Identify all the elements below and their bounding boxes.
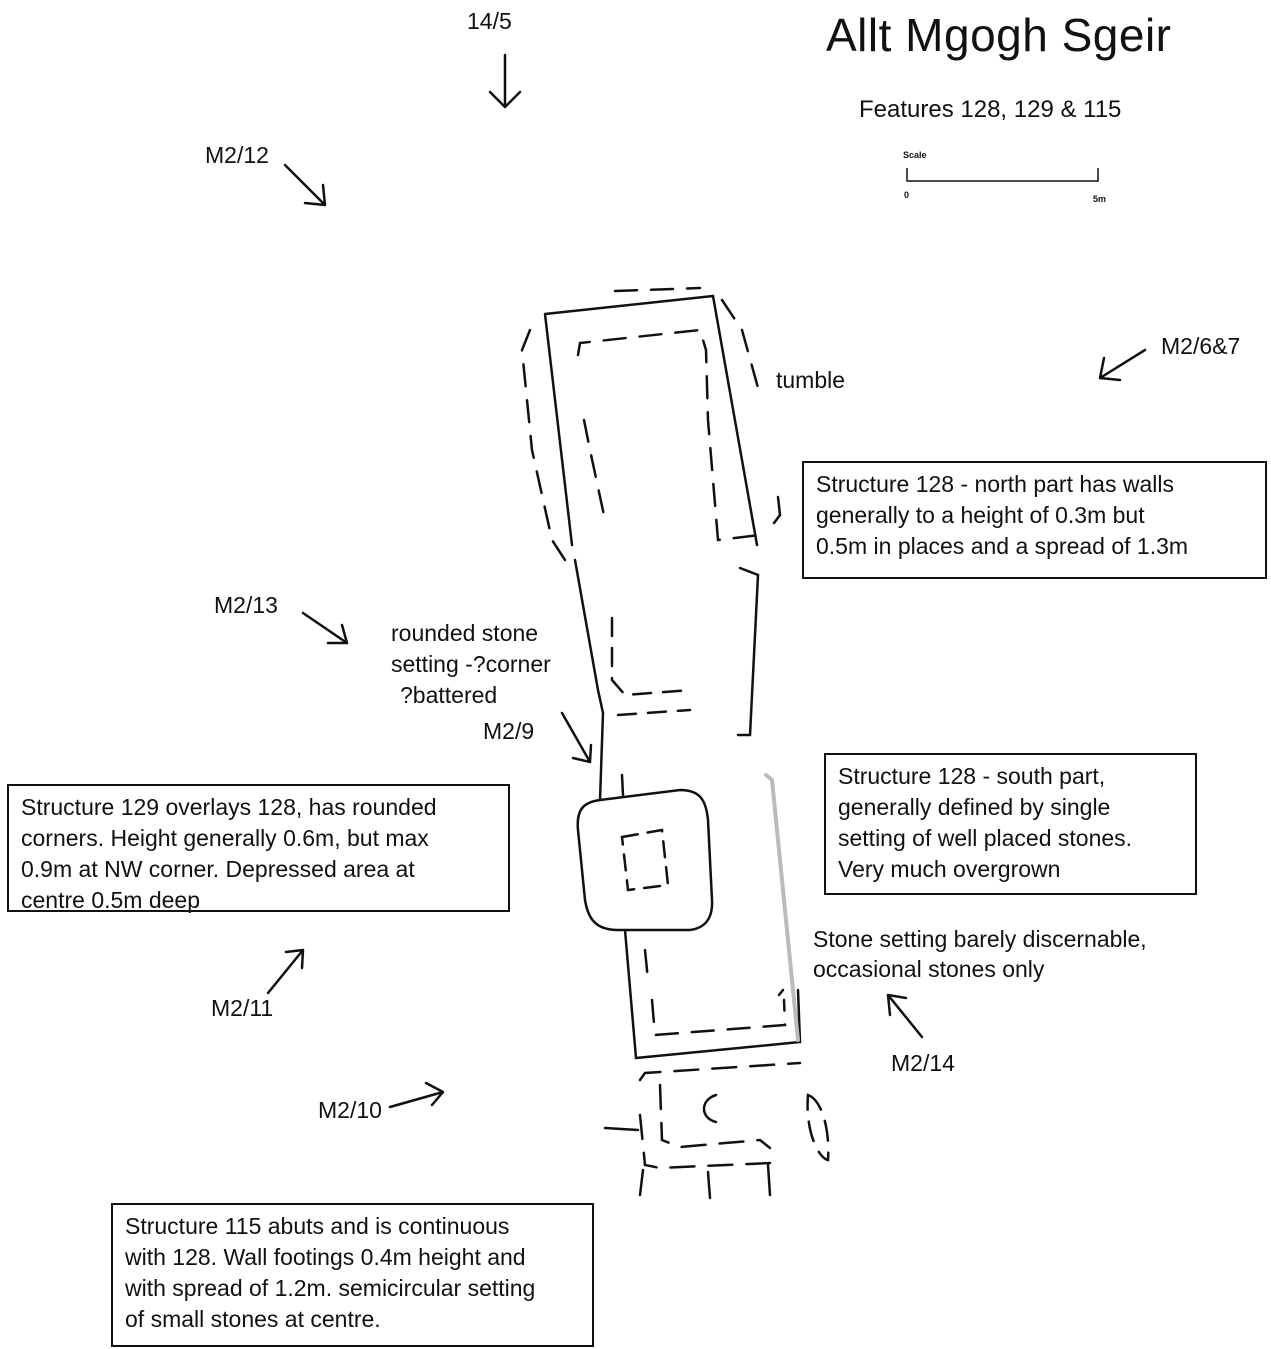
note-line: Structure 128 - south part, — [838, 763, 1106, 789]
stone-setting-label-line2: occasional stones only — [813, 956, 1045, 982]
stone-setting-label-line1: Stone setting barely discernable, — [813, 926, 1147, 952]
note-line: generally to a height of 0.3m but — [816, 502, 1145, 528]
photo-point-m2-12: M2/12 — [205, 142, 269, 168]
scale-label: Scale — [903, 150, 927, 160]
note-line: Structure 128 - north part has walls — [816, 471, 1174, 497]
structure-128-south-right — [764, 773, 800, 1042]
arrow-m2-12 — [283, 163, 327, 207]
photo-point-m2-13: M2/13 — [214, 592, 278, 618]
structure-128-inner — [576, 328, 762, 542]
structure-115-stubs — [603, 1126, 772, 1200]
rounded-stone-label-line2: setting -?corner — [391, 651, 551, 677]
structure-128-inner-corner — [610, 616, 692, 717]
tumble-label: tumble — [776, 367, 846, 393]
note-line: setting of well placed stones. — [838, 825, 1133, 851]
note-line: of small stones at centre. — [125, 1306, 381, 1332]
note-line: with 128. Wall footings 0.4m height and — [125, 1244, 526, 1270]
note-line: corners. Height generally 0.6m, but max — [21, 825, 429, 851]
structure-115-outline — [638, 1061, 802, 1170]
structure-129-outline — [576, 788, 714, 932]
note-line: Structure 129 overlays 128, has rounded — [21, 794, 437, 820]
structure-128-tumble — [520, 286, 762, 562]
note-line: Very much overgrown — [838, 856, 1061, 882]
photo-point-m2-14: M2/14 — [891, 1050, 955, 1076]
photo-point-14-5: 14/5 — [467, 8, 512, 34]
structure-128-south-inner — [643, 948, 787, 1037]
page-title: Allt Mgogh Sgeir — [826, 9, 1172, 61]
rounded-stone-label-line1: rounded stone — [391, 620, 539, 646]
structure-129-depression — [620, 828, 670, 892]
photo-point-m2-10: M2/10 — [318, 1097, 382, 1123]
arrow-m2-13 — [301, 611, 349, 645]
arrow-m2-14 — [886, 993, 924, 1039]
scale-start: 0 — [904, 190, 910, 200]
photo-point-m2-6-7: M2/6&7 — [1161, 333, 1241, 359]
note-line: centre 0.5m deep — [21, 887, 201, 913]
note-line: with spread of 1.2m. semicircular settin… — [125, 1275, 536, 1301]
structure-128-north-outline-lower — [573, 558, 760, 802]
structure-128-south-outline — [620, 773, 802, 1060]
scale-end: 5m — [1093, 194, 1107, 204]
structure-128-tumble-right — [772, 495, 782, 525]
arrow-m2-11 — [266, 948, 305, 995]
arrow-m2-9 — [560, 711, 593, 764]
arrow-m2-6-7 — [1098, 348, 1147, 382]
note-structure-128-south: Structure 128 - south part, generally de… — [824, 753, 1197, 895]
note-structure-129: Structure 129 overlays 128, has rounded … — [7, 784, 510, 913]
note-structure-128-north: Structure 128 - north part has walls gen… — [802, 461, 1267, 579]
note-structure-115: Structure 115 abuts and is continuous wi… — [111, 1203, 594, 1347]
arrow-14-5 — [488, 53, 522, 109]
structure-128-north-outline — [543, 294, 759, 547]
photo-point-m2-11: M2/11 — [211, 995, 274, 1021]
note-line: Structure 115 abuts and is continuous — [125, 1213, 510, 1239]
structure-115-semicircle — [702, 1093, 718, 1124]
note-line: generally defined by single — [838, 794, 1111, 820]
structure-115-oval — [806, 1093, 830, 1162]
photo-point-m2-9: M2/9 — [483, 718, 535, 744]
note-line: 0.9m at NW corner. Depressed area at — [21, 856, 415, 882]
rounded-stone-label-line3: ?battered — [400, 682, 498, 708]
note-line: 0.5m in places and a spread of 1.3m — [816, 533, 1189, 559]
scale-bar — [906, 168, 1099, 182]
arrow-m2-10 — [388, 1081, 445, 1109]
page-subtitle: Features 128, 129 & 115 — [859, 96, 1122, 123]
